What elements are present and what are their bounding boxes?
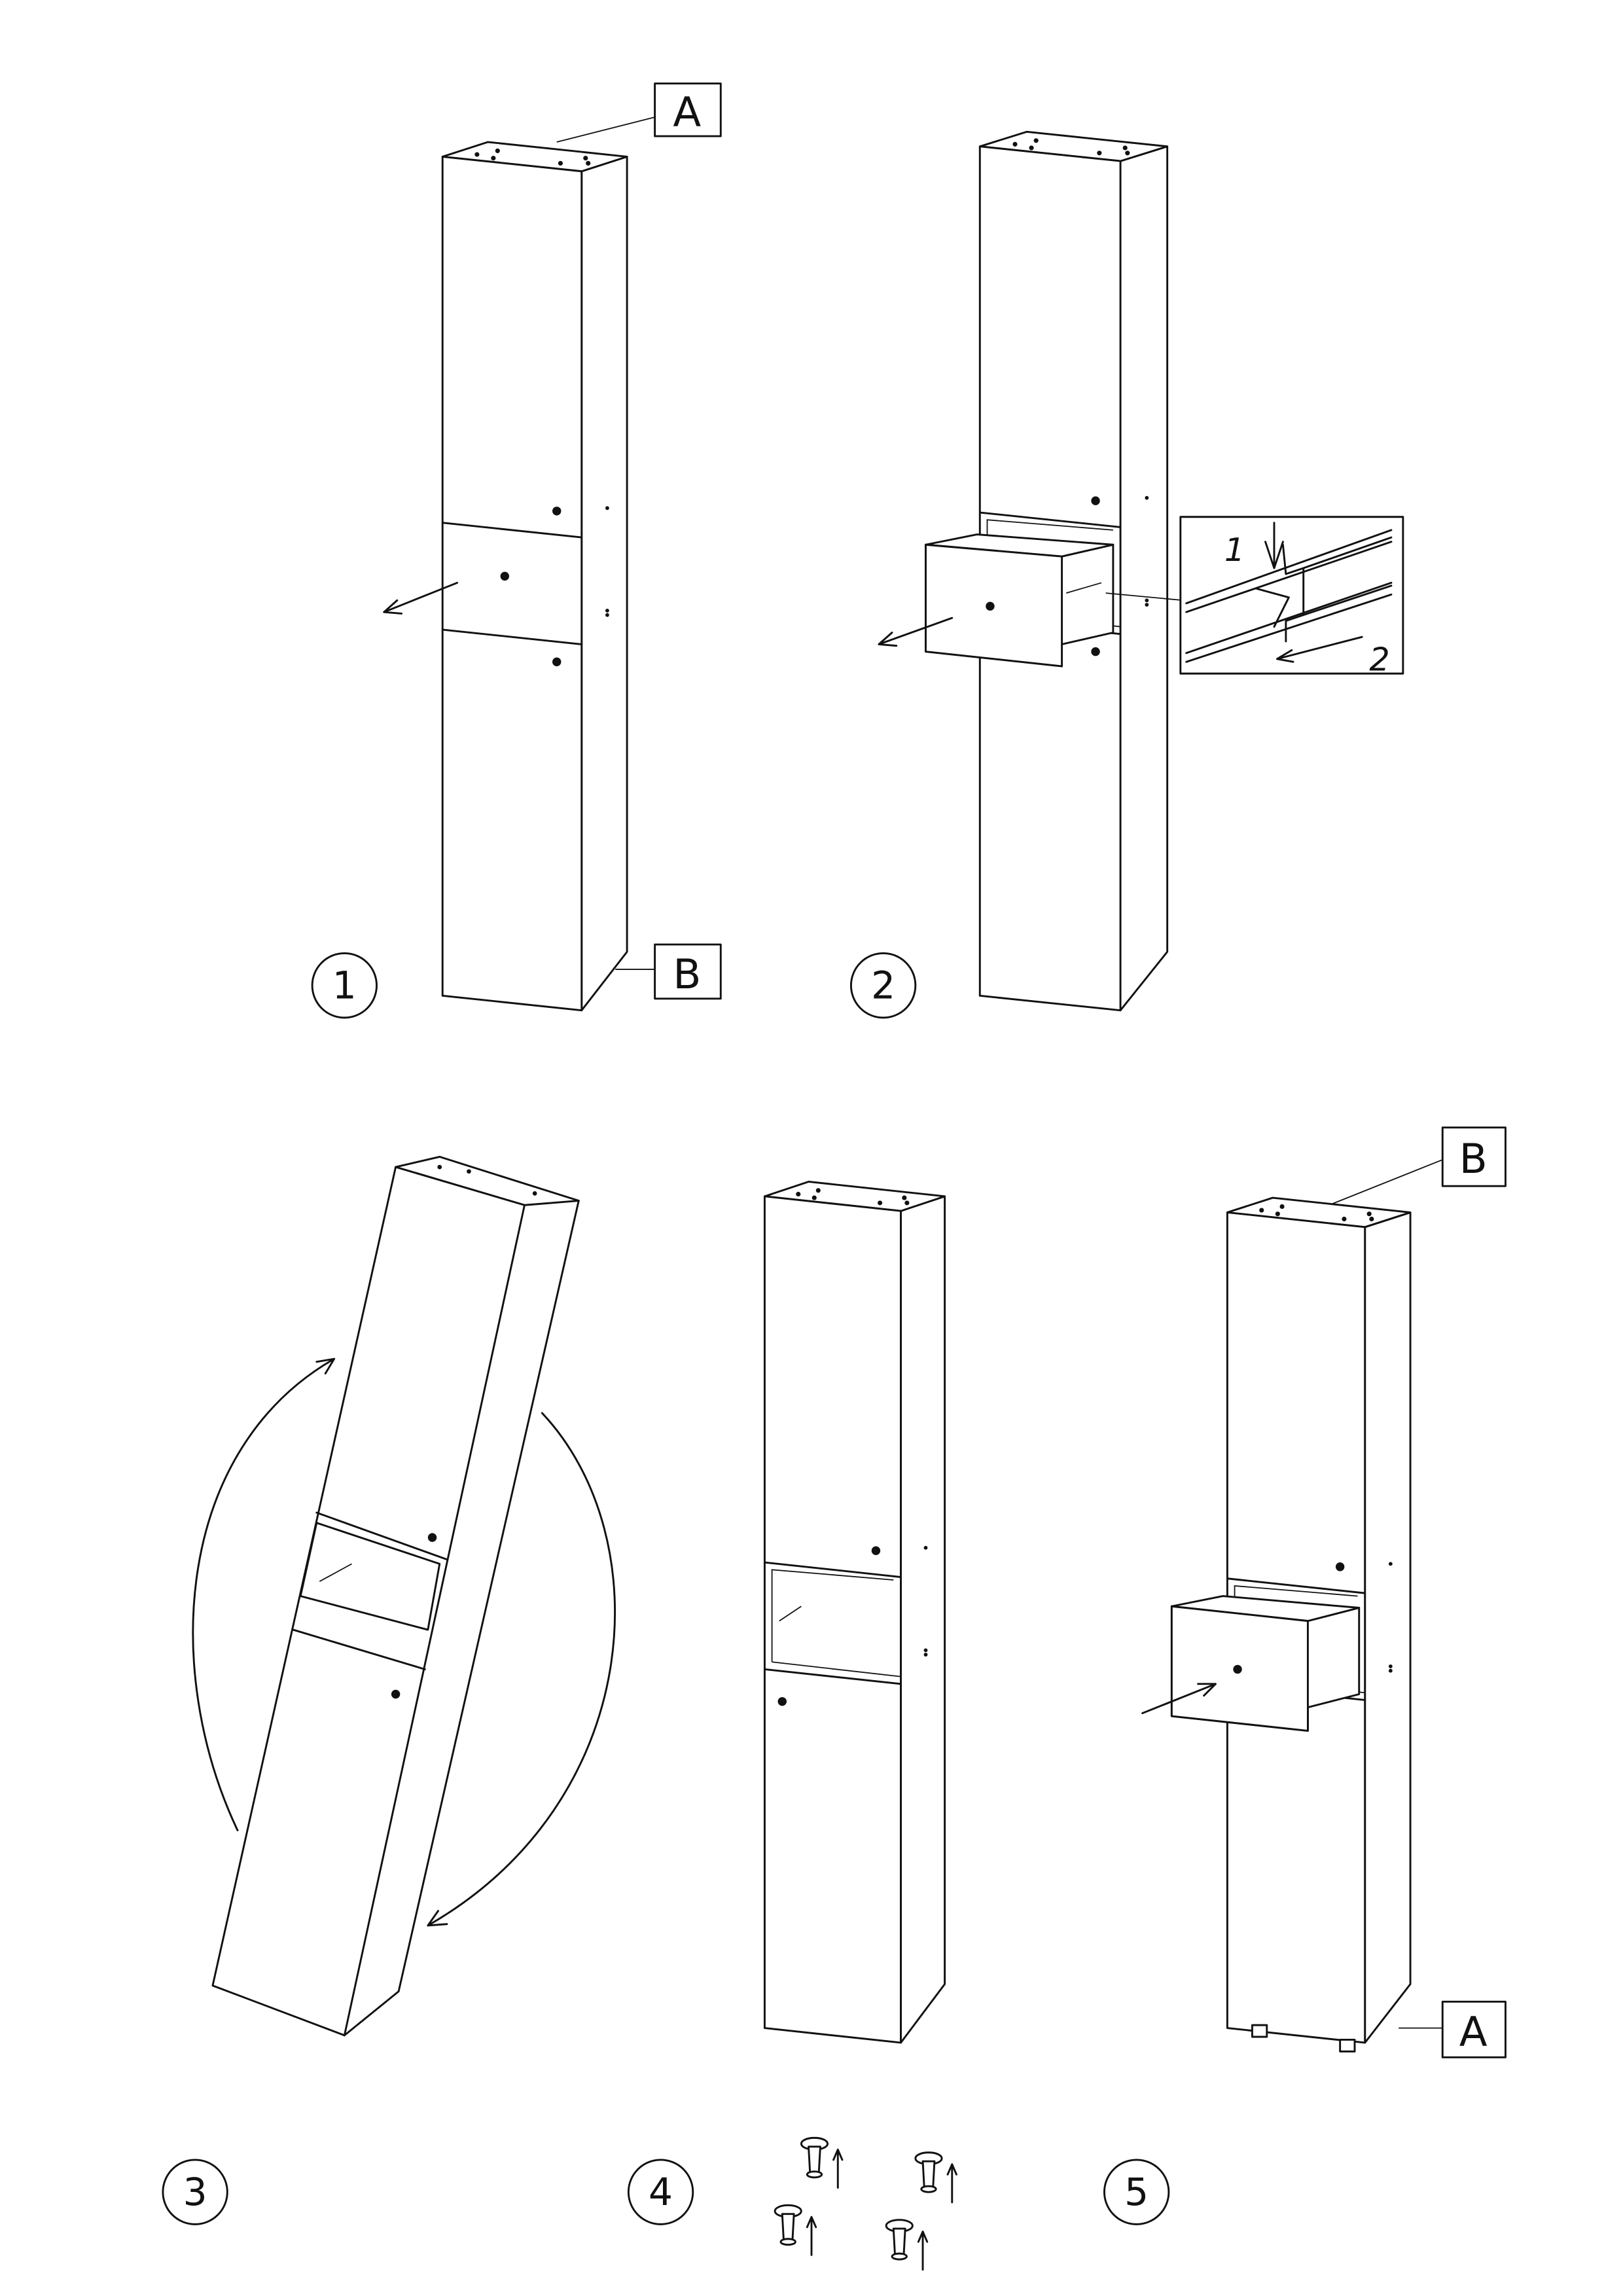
label-A-step5: A: [1399, 2000, 1507, 2058]
step-3-number: 3: [162, 2159, 228, 2225]
push-arrow-icon: [1141, 1683, 1217, 1715]
step-1-number: 1: [311, 952, 378, 1019]
svg-text:5: 5: [1124, 2170, 1149, 2214]
svg-text:B: B: [1459, 1135, 1488, 1183]
step-4-cabinet: [763, 1181, 946, 2044]
svg-text:2: 2: [1369, 641, 1389, 679]
step-2-number: 2: [849, 952, 917, 1019]
step-5-number: 5: [1103, 2159, 1170, 2225]
leg-icon: [800, 2136, 844, 2189]
svg-text:A: A: [1459, 2007, 1488, 2055]
svg-text:1: 1: [1224, 531, 1245, 569]
rail-detail-inset: 1 2: [1179, 516, 1404, 679]
svg-text:B: B: [673, 950, 701, 998]
pull-arrow-icon: [383, 581, 459, 615]
step-1-cabinet: [441, 141, 628, 1012]
step-4-number: 4: [627, 2159, 694, 2225]
label-A-step1: A: [556, 82, 722, 143]
svg-text:3: 3: [183, 2170, 207, 2214]
leg-icon: [774, 2204, 817, 2256]
svg-text:4: 4: [649, 2170, 673, 2214]
step-5-drawer: [1170, 1595, 1361, 1732]
svg-text:1: 1: [332, 963, 357, 1008]
pull-arrow-icon: [878, 617, 954, 647]
leg-icon: [885, 2219, 929, 2271]
legs-group: [774, 2136, 957, 2271]
label-B-step5: B: [1332, 1126, 1507, 1204]
leg-icon: [914, 2151, 957, 2204]
step-3-tilted-cabinet: [211, 1155, 580, 2037]
up-arrow-icon: [832, 2148, 844, 2189]
svg-text:A: A: [673, 88, 701, 135]
svg-text:2: 2: [871, 963, 895, 1008]
up-arrow-icon: [946, 2163, 957, 2204]
rotate-arrow-icon: [427, 1412, 616, 1927]
step-2-drawer: [925, 533, 1115, 668]
up-arrow-icon: [917, 2231, 929, 2271]
rotate-arrow-icon: [192, 1357, 336, 1832]
label-B-step1: B: [615, 943, 722, 1000]
up-arrow-icon: [806, 2215, 817, 2256]
